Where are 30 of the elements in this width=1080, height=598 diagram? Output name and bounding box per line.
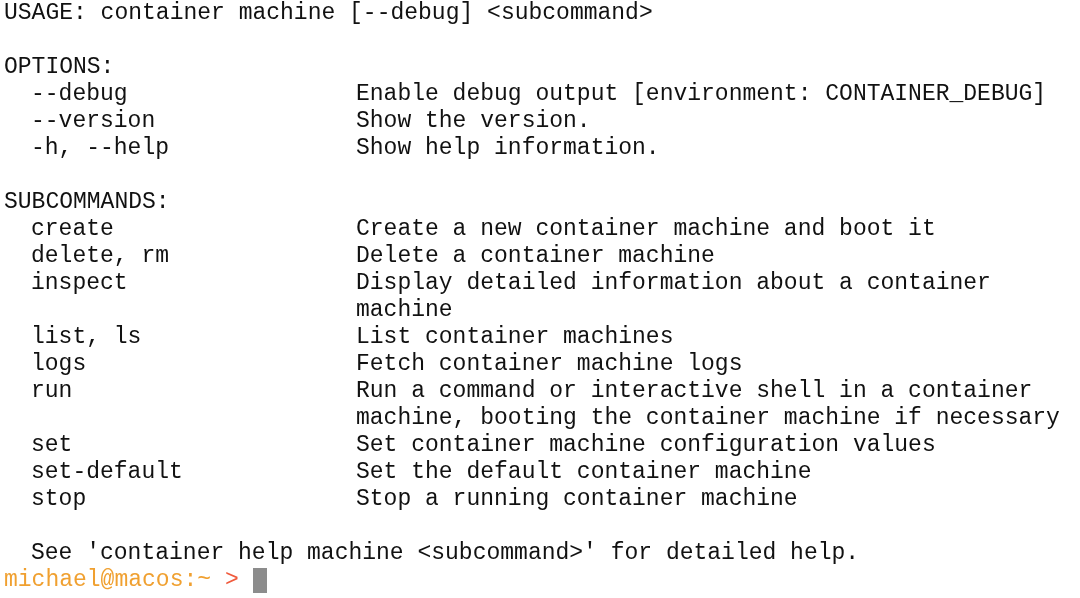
command-description: Fetch container machine logs bbox=[356, 351, 743, 377]
command-description: Display detailed information about a container machine bbox=[356, 270, 991, 323]
command-description: Set the default container machine bbox=[356, 459, 812, 485]
section-heading: SUBCOMMANDS: bbox=[4, 189, 170, 215]
command-description: Show the version. bbox=[356, 108, 591, 134]
command-description: Run a command or interactive shell in a container machine, booting the container machine if necessary bbox=[356, 378, 1060, 431]
command-description: Delete a container machine bbox=[356, 243, 715, 269]
command-name: stop bbox=[31, 486, 87, 512]
command-name: create bbox=[31, 216, 114, 242]
shell-prompt: michael@macos:~ bbox=[4, 567, 212, 594]
command-description: Enable debug output [environment: CONTAINER_DEBUG] bbox=[356, 81, 1047, 107]
command-name: --debug bbox=[31, 81, 128, 107]
command-name: delete, rm bbox=[31, 243, 170, 269]
prompt-symbol: > bbox=[225, 567, 239, 594]
command-description: Set container machine configuration values bbox=[356, 432, 936, 458]
command-description: List container machines bbox=[356, 324, 674, 350]
command-description: Show help information. bbox=[356, 135, 660, 161]
help-note: See 'container help machine <subcommand>' for detailed help. bbox=[31, 540, 860, 566]
section-heading: OPTIONS: bbox=[4, 54, 115, 80]
command-name: logs bbox=[31, 351, 87, 377]
command-description: Create a new container machine and boot it bbox=[356, 216, 936, 242]
command-name: -h, --help bbox=[31, 135, 170, 161]
command-name: set-default bbox=[31, 459, 183, 485]
usage-line: USAGE: container machine [--debug] <subcommand> bbox=[4, 0, 653, 26]
command-description: Stop a running container machine bbox=[356, 486, 798, 512]
command-name: run bbox=[31, 378, 73, 404]
command-name: inspect bbox=[31, 270, 128, 296]
command-name: list, ls bbox=[31, 324, 142, 350]
command-name: set bbox=[31, 432, 73, 458]
command-name: --version bbox=[31, 108, 156, 134]
